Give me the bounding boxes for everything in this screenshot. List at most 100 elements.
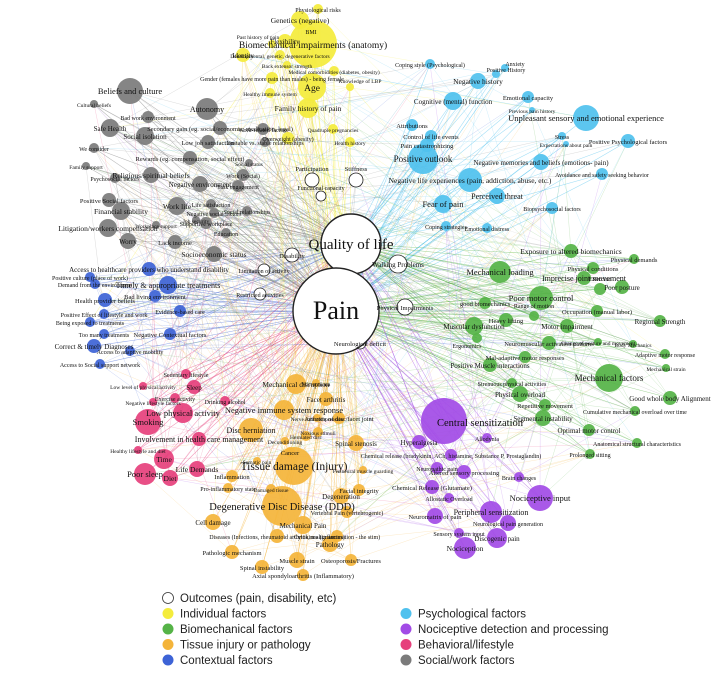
node-label-pathmech: Pathologic mechanism — [202, 550, 261, 557]
node-label-rom: Range of motion — [514, 303, 554, 310]
edge — [147, 116, 184, 414]
node-label-functional: Functional capacity — [297, 186, 344, 192]
node-changeposture — [594, 338, 602, 346]
node-label-somatic: Somatic pain — [243, 460, 272, 466]
edge — [299, 19, 501, 273]
edge — [519, 288, 601, 395]
edge — [335, 310, 666, 355]
node-biomechimp — [289, 20, 337, 68]
node-developmental — [275, 50, 285, 60]
edge — [93, 174, 244, 347]
node-correct — [87, 339, 101, 353]
edge — [193, 386, 492, 513]
edge — [147, 116, 352, 245]
edge — [283, 128, 334, 411]
node-taskengagement — [232, 180, 244, 192]
edge — [350, 109, 533, 245]
node-label-participation: Participation — [295, 166, 329, 173]
node-noxious — [313, 427, 323, 437]
edge — [325, 398, 420, 443]
edge — [224, 400, 318, 419]
edge — [85, 165, 352, 245]
node-label-exercise: Exercise — [589, 276, 611, 283]
legend-label: Contextual factors — [180, 655, 273, 667]
node-mechfactors — [595, 364, 623, 392]
node-access — [142, 262, 156, 276]
node-label-knowledge: Knowledge of LBP — [339, 78, 382, 85]
node-label-secondary: Secondary gain (eg. social/economic, med… — [147, 126, 293, 133]
node-nerveroot — [313, 414, 321, 422]
edge — [225, 135, 563, 234]
node-label-bodymech: Body Mechanics — [614, 343, 651, 349]
node-tissue — [275, 447, 313, 485]
edge — [207, 141, 471, 181]
node-label-expectations: Expectations about pain — [540, 143, 593, 149]
node-label-bmi: BMI — [305, 30, 316, 36]
node-label-timely: Timely & appropriate treatments — [116, 281, 221, 290]
edge — [108, 199, 478, 339]
node-negsocial — [209, 208, 219, 218]
node-label-culturalbel: Cultural beliefs — [77, 102, 111, 109]
edge — [144, 135, 285, 411]
node-negenv — [192, 176, 208, 192]
node-label-negenv: Negative environment — [169, 181, 231, 189]
node-lifedemands — [189, 461, 205, 477]
node-poorsleep — [134, 463, 156, 485]
node-exposure — [564, 244, 578, 258]
node-motorimp — [560, 319, 574, 333]
node-limitation — [257, 263, 271, 277]
node-label-sedentary: Sedentary lifestyle — [164, 372, 209, 379]
legend-label: Biomechanical factors — [180, 624, 293, 636]
edge — [279, 54, 285, 411]
edge — [174, 241, 184, 414]
edge — [317, 342, 550, 433]
node-evidence — [174, 305, 186, 317]
edge — [349, 124, 413, 143]
node-smoking — [135, 409, 161, 435]
edge — [93, 147, 250, 164]
edge — [305, 382, 513, 437]
edge — [114, 161, 542, 179]
edge — [85, 165, 105, 315]
edge — [169, 341, 599, 479]
edge — [256, 19, 301, 462]
node-backext — [283, 61, 291, 69]
edge — [185, 253, 215, 375]
node-copingpsych — [425, 59, 435, 69]
edge — [305, 382, 317, 437]
node-label-jobsecurity: Job security — [183, 219, 210, 225]
edge — [199, 183, 283, 507]
node-expectations — [563, 141, 569, 147]
edge — [103, 310, 181, 335]
edge — [163, 442, 638, 460]
edge — [94, 67, 506, 285]
edge — [338, 417, 438, 469]
edge — [129, 90, 181, 312]
edge — [336, 417, 544, 537]
edge — [325, 398, 342, 497]
edge — [103, 232, 227, 315]
edge — [311, 179, 661, 322]
edge — [89, 43, 273, 323]
node-label-repetitive: Repetitive movement — [517, 403, 573, 410]
edge — [335, 258, 635, 312]
node-pathmech — [225, 545, 239, 559]
node-unpleasant — [573, 105, 599, 131]
node-sleep — [187, 380, 201, 394]
node-safehealth — [101, 119, 119, 137]
node-label-poormotor: Poor motor control — [509, 293, 574, 303]
node-posculture — [85, 272, 95, 282]
node-label-prevpain: Previous pain history — [509, 109, 556, 115]
node-label-autonomy: Autonomy — [190, 105, 224, 114]
edge — [355, 179, 572, 252]
node-label-correct: Correct & timely Diagnoses — [55, 343, 134, 351]
node-walking — [388, 254, 408, 274]
node-goodalign — [663, 391, 677, 405]
node-bodymech — [629, 340, 637, 348]
node-label-hyperalgesia: Hyperalgesia — [401, 439, 439, 447]
node-label-positiveeffect: Positive Effect of lifestyle and work — [61, 312, 148, 319]
edge — [167, 284, 591, 455]
edge — [349, 141, 599, 343]
edge — [346, 404, 546, 513]
